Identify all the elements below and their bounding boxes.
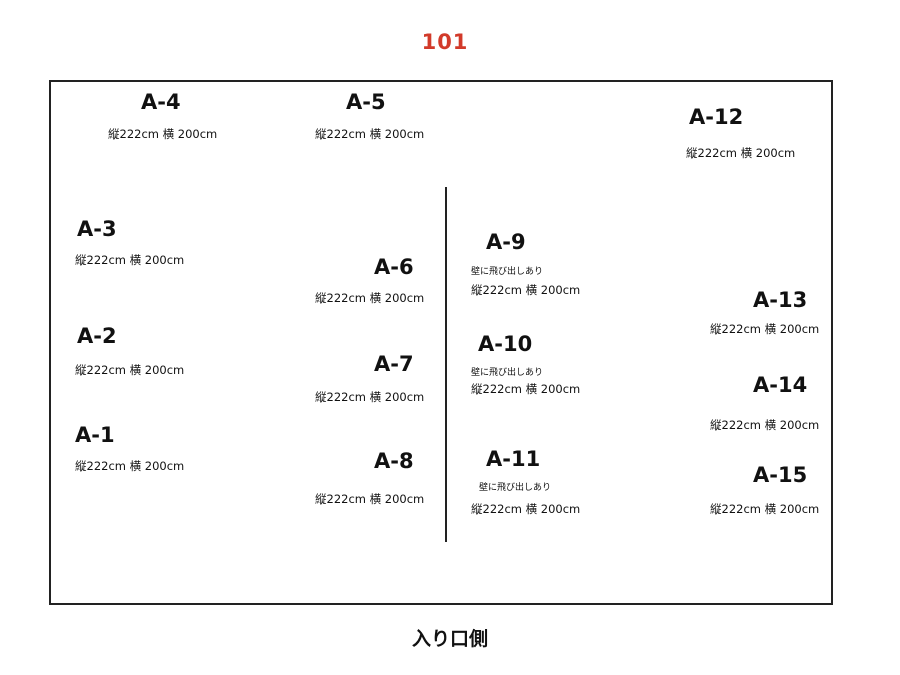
booth-id: A-6 xyxy=(374,255,414,279)
booth-id: A-4 xyxy=(141,90,181,114)
booth-note: 壁に飛び出しあり xyxy=(471,368,544,378)
booth-id: A-7 xyxy=(374,352,414,376)
booth-size: 縦222cm 横 200cm xyxy=(471,502,581,516)
booth-id: A-10 xyxy=(478,332,533,356)
booth-id: A-14 xyxy=(753,373,808,397)
booth-size: 縦222cm 横 200cm xyxy=(108,127,218,141)
room-number: 101 xyxy=(421,30,469,54)
booth-note: 壁に飛び出しあり xyxy=(479,483,552,493)
booth-size: 縦222cm 横 200cm xyxy=(710,502,820,516)
entrance-side-label: 入り口側 xyxy=(411,628,488,650)
booth-size: 縦222cm 横 200cm xyxy=(710,418,820,432)
booth-id: A-9 xyxy=(486,230,526,254)
booth-size: 縦222cm 横 200cm xyxy=(315,390,425,404)
floor-plan-outline xyxy=(49,80,833,605)
booth-size: 縦222cm 横 200cm xyxy=(75,459,185,473)
booth-id: A-15 xyxy=(753,463,808,487)
booth-size: 縦222cm 横 200cm xyxy=(686,146,796,160)
booth-size: 縦222cm 横 200cm xyxy=(710,322,820,336)
booth-id: A-12 xyxy=(689,105,744,129)
booth-id: A-11 xyxy=(486,447,541,471)
booth-size: 縦222cm 横 200cm xyxy=(75,363,185,377)
booth-size: 縦222cm 横 200cm xyxy=(471,283,581,297)
booth-size: 縦222cm 横 200cm xyxy=(75,253,185,267)
booth-id: A-5 xyxy=(346,90,386,114)
booth-size: 縦222cm 横 200cm xyxy=(315,127,425,141)
booth-size: 縦222cm 横 200cm xyxy=(315,291,425,305)
booth-size: 縦222cm 横 200cm xyxy=(471,382,581,396)
booth-id: A-8 xyxy=(374,449,414,473)
center-divider-wall xyxy=(445,187,447,542)
booth-id: A-1 xyxy=(75,423,115,447)
booth-id: A-13 xyxy=(753,288,808,312)
booth-id: A-3 xyxy=(77,217,117,241)
booth-note: 壁に飛び出しあり xyxy=(471,267,544,277)
booth-id: A-2 xyxy=(77,324,117,348)
booth-size: 縦222cm 横 200cm xyxy=(315,492,425,506)
